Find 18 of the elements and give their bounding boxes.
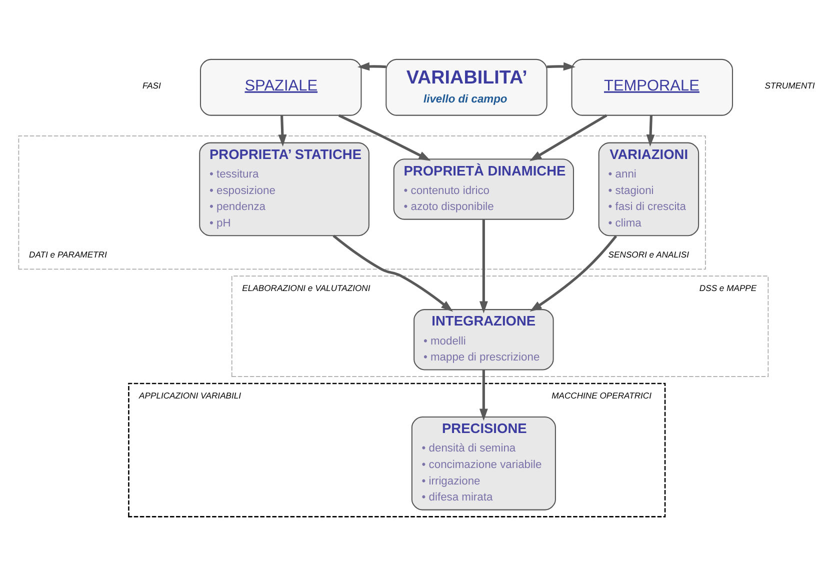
arrow bbox=[530, 235, 618, 312]
arrow bbox=[546, 62, 576, 71]
node-box: SPAZIALE bbox=[200, 58, 362, 116]
arrow bbox=[332, 234, 454, 312]
label: STRUMENTI bbox=[764, 80, 815, 91]
node-box: PRECISIONE • densità di semina • concimazione variabile • irrigazione • difesa mirata bbox=[411, 416, 556, 510]
node-box: INTEGRAZIONE • modelli • mappe di prescrizione bbox=[414, 309, 554, 370]
node-box: PROPRIETA’ STATICHE • tessitura • esposizione • pendenza • pH bbox=[199, 142, 370, 236]
node-box: VARIAZIONI • anni • stagioni • fasi di crescita • clima bbox=[598, 142, 700, 236]
label: FASI bbox=[142, 80, 161, 91]
arrow bbox=[278, 115, 287, 147]
arrow bbox=[357, 62, 386, 71]
node-box: PROPRIETÀ DINAMICHE • contenuto idrico • azoto disponibile bbox=[393, 158, 574, 220]
arrow bbox=[479, 219, 488, 314]
arrow bbox=[479, 370, 488, 421]
arrow bbox=[646, 115, 655, 147]
node-box: VARIABILITA’ livello di campo bbox=[386, 58, 548, 116]
node-box: TEMPORALE bbox=[571, 58, 734, 116]
